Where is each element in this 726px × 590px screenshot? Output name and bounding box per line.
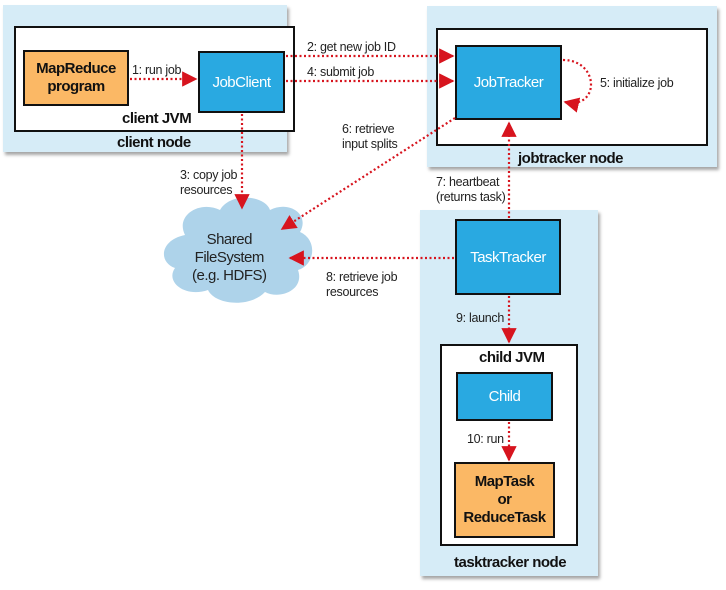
step-5-label: 5: initialize job [600, 76, 674, 90]
step-4-label: 4: submit job [307, 65, 374, 79]
child-box[interactable]: Child [456, 372, 553, 421]
child-label: Child [488, 388, 521, 405]
step-2-label: 2: get new job ID [307, 40, 396, 54]
arrow-initialize-job [562, 58, 593, 113]
jobclient-label: JobClient [212, 73, 271, 91]
step-3-label: 3: copy job resources [180, 168, 238, 197]
arrow-retrieve-splits [280, 117, 456, 230]
tasktracker-label: TaskTracker [470, 248, 546, 266]
step-8-label: 8: retrieve job resources [326, 270, 398, 299]
step-6-label: 6: retrieve input splits [342, 122, 398, 151]
mapreduce-program-label: MapReduce program [36, 60, 116, 95]
task-label: MapTask or ReduceTask [463, 473, 546, 526]
client-node-title: client node [117, 134, 191, 151]
shared-filesystem-label: Shared FileSystem (e.g. HDFS) [192, 231, 267, 284]
child-jvm-title: child JVM [479, 349, 545, 366]
jobtracker-node-title: jobtracker node [518, 150, 624, 167]
tasktracker-node-title: tasktracker node [454, 554, 567, 571]
step-1-label: 1: run job [132, 63, 182, 77]
step-7-label: 7: heartbeat (returns task) [436, 175, 506, 204]
task-box[interactable]: MapTask or ReduceTask [454, 462, 555, 538]
mapreduce-program-box[interactable]: MapReduce program [23, 50, 129, 106]
jobtracker-box[interactable]: JobTracker [455, 45, 562, 120]
shared-filesystem-cloud[interactable] [163, 197, 313, 303]
jobclient-box[interactable]: JobClient [198, 51, 285, 113]
step-10-label: 10: run [467, 432, 504, 446]
client-jvm-title: client JVM [122, 110, 192, 127]
step-9-label: 9: launch [456, 311, 505, 325]
tasktracker-box[interactable]: TaskTracker [455, 219, 561, 295]
jobtracker-label: JobTracker [473, 74, 544, 91]
